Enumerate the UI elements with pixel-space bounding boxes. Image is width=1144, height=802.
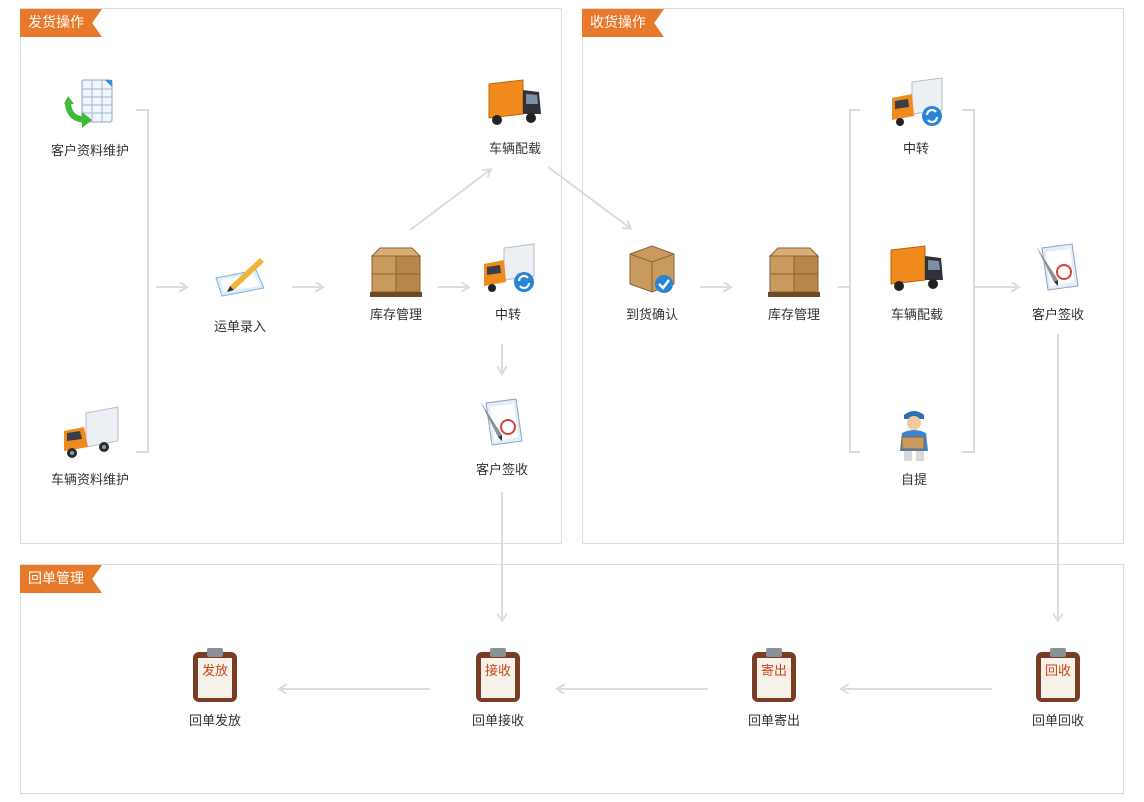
vehicle-loading-label: 车辆配载 <box>488 142 541 157</box>
receive-panel-title: 收货操作 <box>582 9 664 37</box>
receipt-panel: 回单管理 <box>20 564 1124 794</box>
receipt-panel-title: 回单管理 <box>20 565 102 593</box>
receive-vehicle-loading-label: 车辆配载 <box>890 308 943 323</box>
cargo-boxes-icon <box>370 247 422 297</box>
receive-vehicle-loading-node[interactable]: 车辆配载 <box>862 240 972 323</box>
truck-transfer-icon <box>892 77 943 126</box>
box-check-icon <box>629 245 675 293</box>
customer-sign-label: 客户签收 <box>475 463 528 478</box>
spreadsheet-refresh-icon <box>64 79 113 128</box>
self-pickup-node[interactable]: 自提 <box>859 405 969 488</box>
waybill-entry-node[interactable]: 运单录入 <box>185 252 295 335</box>
waybill-entry-label: 运单录入 <box>213 320 266 335</box>
customer-info-label: 客户资料维护 <box>50 144 129 159</box>
receipt-recover-badge: 回收 <box>1044 664 1071 679</box>
receive-customer-sign-node[interactable]: 客户签收 <box>1003 240 1113 323</box>
delivery-person-icon <box>900 411 928 461</box>
transfer-node[interactable]: 中转 <box>453 240 563 323</box>
clipboard-icon <box>193 648 237 702</box>
receive-transfer-node[interactable]: 中转 <box>861 74 971 157</box>
vehicle-loading-node[interactable]: 车辆配载 <box>460 74 570 157</box>
receipt-receive-node[interactable]: 接收 回单接收 <box>443 646 553 729</box>
receipt-mail-label: 回单寄出 <box>747 714 800 729</box>
transfer-label: 中转 <box>494 308 521 323</box>
signed-document-icon <box>1036 243 1079 291</box>
receipt-receive-badge: 接收 <box>484 664 511 679</box>
receive-inventory-label: 库存管理 <box>767 308 820 323</box>
pen-tablet-icon <box>215 258 265 297</box>
truck-transfer-icon <box>484 243 535 292</box>
arrival-confirm-node[interactable]: 到货确认 <box>597 240 707 323</box>
cargo-boxes-icon <box>768 247 820 297</box>
inventory-label: 库存管理 <box>369 308 422 323</box>
truck-icon <box>64 406 119 458</box>
clipboard-icon <box>1036 648 1080 702</box>
clipboard-icon <box>476 648 520 702</box>
receive-customer-sign-label: 客户签收 <box>1031 308 1084 323</box>
ship-panel-title: 发货操作 <box>20 9 102 37</box>
cargo-truck-icon <box>890 245 943 291</box>
customer-sign-node[interactable]: 客户签收 <box>447 395 557 478</box>
inventory-node[interactable]: 库存管理 <box>341 240 451 323</box>
receipt-mail-badge: 寄出 <box>760 664 787 679</box>
receive-inventory-node[interactable]: 库存管理 <box>739 240 849 323</box>
receipt-recover-node[interactable]: 回收 回单回收 <box>1003 646 1113 729</box>
receipt-recover-label: 回单回收 <box>1031 714 1084 729</box>
vehicle-info-node[interactable]: 车辆资料维护 <box>35 405 145 488</box>
signed-document-icon <box>480 398 523 446</box>
self-pickup-label: 自提 <box>900 473 927 488</box>
receipt-issue-badge: 发放 <box>201 664 228 679</box>
cargo-truck-icon <box>488 79 541 125</box>
receipt-issue-label: 回单发放 <box>188 714 241 729</box>
receive-transfer-label: 中转 <box>902 142 929 157</box>
arrival-confirm-label: 到货确认 <box>625 308 678 323</box>
vehicle-info-label: 车辆资料维护 <box>50 473 129 488</box>
receipt-receive-label: 回单接收 <box>471 714 524 729</box>
clipboard-icon <box>752 648 796 702</box>
receipt-mail-node[interactable]: 寄出 回单寄出 <box>719 646 829 729</box>
customer-info-node[interactable]: 客户资料维护 <box>35 76 145 159</box>
receipt-issue-node[interactable]: 发放 回单发放 <box>160 646 270 729</box>
